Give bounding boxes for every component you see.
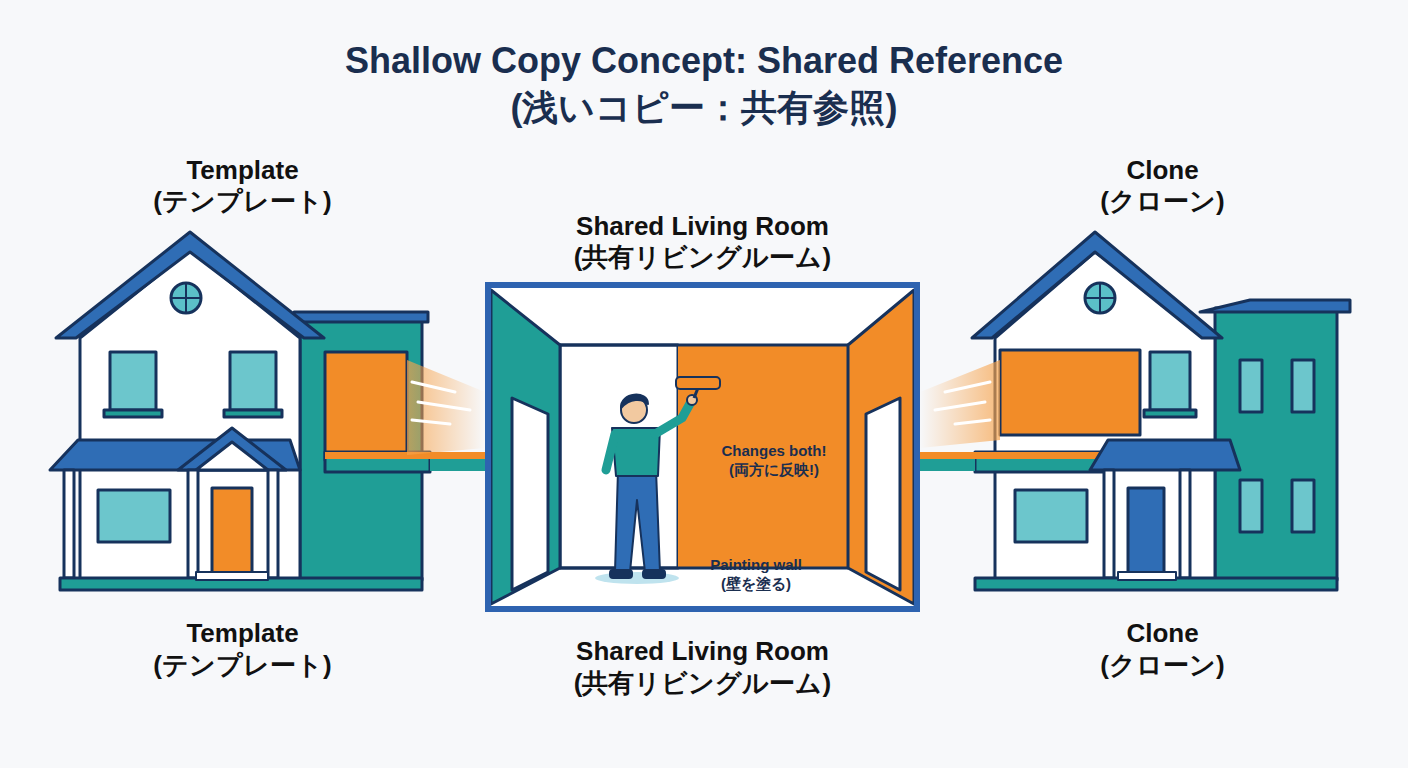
clone-house-part: [1292, 360, 1314, 412]
clone-house-part: [1200, 300, 1350, 312]
clone-house-part: [1000, 350, 1140, 435]
light-beam: [920, 360, 1000, 448]
template-house-part: [230, 352, 276, 410]
template-house-part: [196, 442, 268, 470]
clone-house-part: [972, 232, 1222, 338]
room-interior: [491, 288, 914, 606]
room-note: Changes both! (両方に反映!): [709, 442, 839, 480]
node-label: Template (テンプレート): [153, 618, 331, 681]
template-house: [50, 232, 430, 590]
clone-house-part: [1292, 480, 1314, 532]
template-house-part: [212, 488, 252, 578]
room-interior-part: [560, 344, 848, 347]
clone-house-part: [1015, 490, 1087, 542]
node-label: Clone (クローン): [1100, 155, 1224, 218]
template-house-part: [196, 572, 268, 580]
room-interior-part: [491, 288, 914, 606]
light-beam-part: [407, 360, 485, 455]
painter-figure-part: [606, 434, 615, 470]
house-node: Clone (クローン)Clone (クローン): [975, 232, 1350, 592]
room-interior-part: [491, 290, 560, 604]
clone-house-part: [975, 452, 1110, 459]
clone-house-part: [1085, 283, 1115, 313]
room-note: Painting wall (壁を塗る): [696, 556, 816, 594]
painter-figure-part: [643, 570, 665, 578]
light-beam-part: [920, 360, 1000, 448]
pipe-connector: [430, 453, 485, 471]
clone-house-part: [1180, 470, 1190, 578]
painter-figure-part: [676, 377, 720, 389]
clone-house-part: [1104, 470, 1114, 578]
template-house-part: [64, 470, 74, 578]
node-label: Template (テンプレート): [153, 155, 331, 218]
clone-house: [972, 232, 1350, 590]
diagram-title: Shallow Copy Concept: Shared Reference (…: [274, 38, 1134, 132]
painter-figure-part: [621, 395, 648, 408]
template-house-part: [300, 318, 422, 580]
clone-house-part: [1118, 572, 1176, 580]
house-node: Template (テンプレート)Template (テンプレート): [55, 232, 430, 592]
room-interior-part: [560, 567, 848, 570]
room-box: Shared Living Room (共有リビングルーム)Changes bo…: [485, 282, 920, 612]
template-house-part: [110, 352, 156, 410]
template-house-part: [171, 283, 201, 313]
painter-figure-part: [655, 400, 692, 434]
clone-house-part: [1099, 283, 1101, 313]
node-label: Clone (クローン): [1100, 618, 1224, 681]
clone-house-part: [1144, 410, 1196, 417]
clone-house-part: [1150, 352, 1190, 410]
template-house-part: [294, 312, 428, 322]
light-beam: [407, 360, 485, 455]
painter-figure-part: [595, 572, 679, 584]
clone-house-part: [1240, 480, 1262, 532]
pipe-stripe: [430, 452, 485, 459]
template-house-part: [185, 283, 187, 313]
painter-figure-part: [610, 570, 632, 578]
painter-figure: [595, 377, 720, 584]
room-interior-part: [512, 398, 548, 590]
light-beam-part: [935, 402, 985, 410]
pipe-connector: [920, 453, 975, 471]
room-interior-part: [866, 398, 900, 590]
light-beam-part: [418, 402, 470, 410]
template-house-part: [224, 410, 282, 417]
template-house-part: [325, 452, 430, 472]
light-beam-part: [412, 382, 455, 392]
clone-house-part: [1128, 488, 1164, 578]
node-label: Shared Living Room (共有リビングルーム): [523, 636, 883, 699]
clone-house-part: [1215, 308, 1337, 580]
template-house-part: [98, 490, 170, 542]
template-house-part: [268, 470, 278, 578]
pipe-stripe: [920, 452, 975, 459]
node-label: Shared Living Room (共有リビングルーム): [523, 211, 883, 274]
painter-figure-part: [615, 470, 660, 572]
light-beam-part: [412, 420, 450, 424]
clone-house-part: [1090, 440, 1240, 470]
template-house-part: [325, 352, 407, 460]
template-house-part: [104, 410, 162, 417]
template-house-part: [56, 232, 324, 338]
template-house-part: [178, 428, 286, 470]
room-interior-part: [848, 290, 914, 604]
template-house-part: [188, 470, 198, 578]
clone-house-part: [1240, 360, 1262, 412]
light-beam-part: [955, 420, 990, 424]
light-beam-part: [945, 382, 990, 392]
